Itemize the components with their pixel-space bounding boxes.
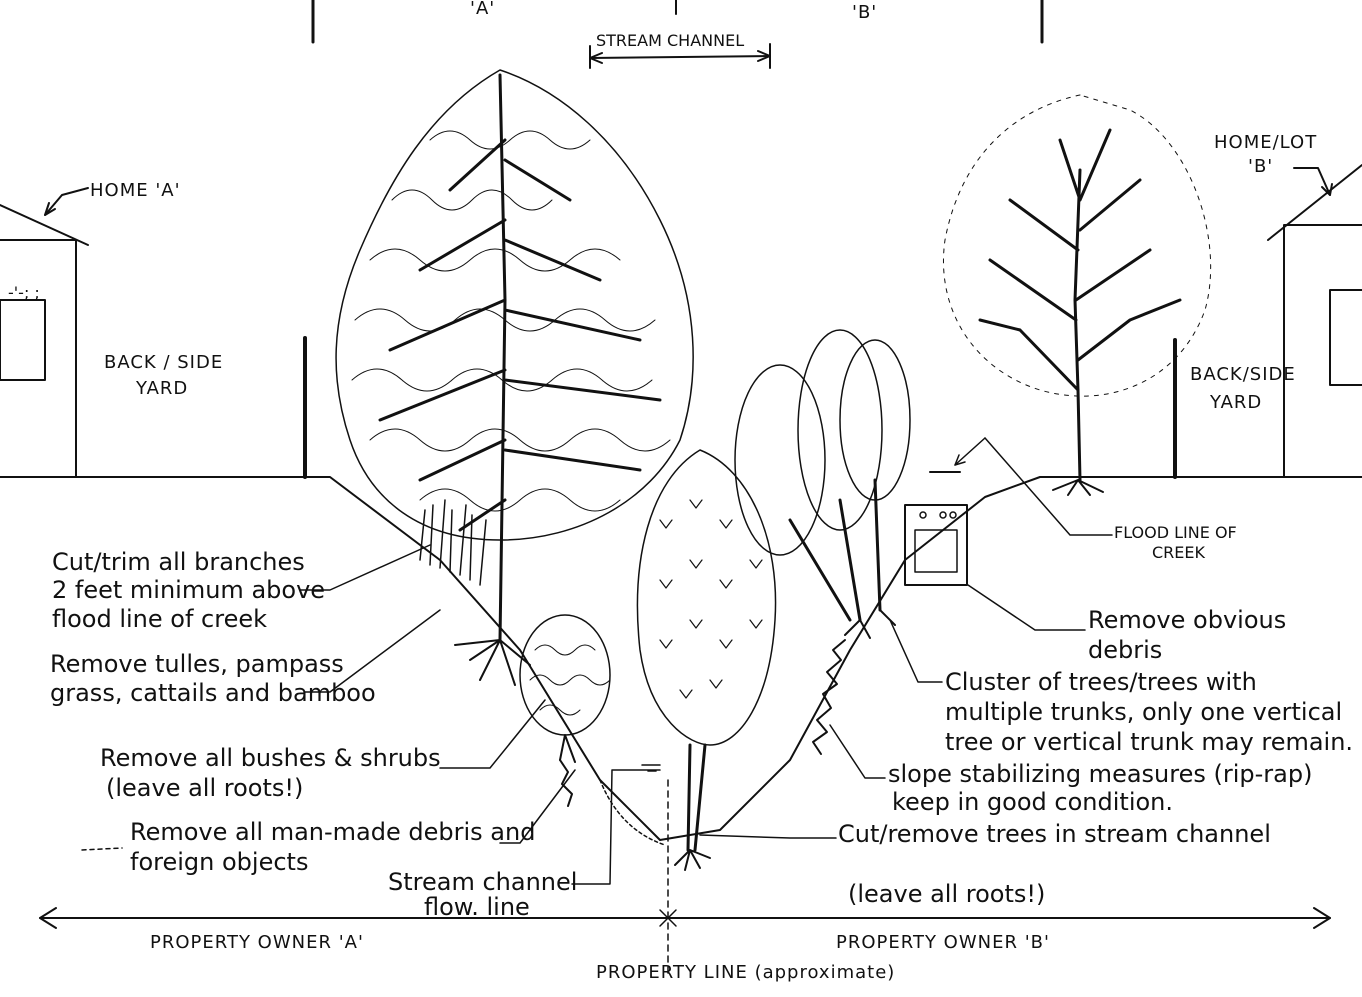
house-b-icon bbox=[1268, 165, 1362, 477]
flood-line-line-1: FLOOD LINE OF bbox=[1114, 523, 1237, 542]
bushes-note-line-2: (leave all roots!) bbox=[106, 774, 303, 802]
slope-note-line-2: keep in good condition. bbox=[892, 788, 1173, 816]
yard-a-label: BACK / SIDE YARD bbox=[104, 352, 223, 399]
bushes-note-line-1: Remove all bushes & shrubs bbox=[100, 744, 441, 772]
tree-cluster-icon bbox=[735, 330, 910, 638]
owner-a-label: PROPERTY OWNER 'A' bbox=[150, 932, 364, 953]
tulles-note-line-1: Remove tulles, pampass bbox=[50, 650, 344, 678]
property-line-label: PROPERTY LINE (approximate) bbox=[596, 962, 895, 983]
yard-b-label: BACK/SIDE YARD bbox=[1190, 364, 1296, 413]
bushes-note: Remove all bushes & shrubs (leave all ro… bbox=[100, 700, 545, 802]
shrub-icon bbox=[520, 615, 610, 762]
tulles-note-line-2: grass, cattails and bamboo bbox=[50, 679, 376, 707]
flow-line-line-1: Stream channel bbox=[388, 868, 577, 896]
appliance-debris-icon bbox=[905, 505, 967, 585]
obvious-debris-line-1: Remove obvious bbox=[1088, 606, 1286, 634]
yard-b-line-2: YARD bbox=[1209, 392, 1262, 413]
house-a-icon: -'-; ; bbox=[0, 205, 88, 477]
trim-branches-note: Cut/trim all branches 2 feet minimum abo… bbox=[52, 545, 430, 633]
tulles-grass-icon bbox=[420, 500, 486, 585]
flood-line-callout: FLOOD LINE OF CREEK bbox=[930, 438, 1237, 562]
home-b-line-1: HOME/LOT bbox=[1214, 132, 1317, 153]
trim-note-line-3: flood line of creek bbox=[52, 605, 267, 633]
section-b-label: 'B' bbox=[852, 2, 877, 23]
cluster-note-line-2: multiple trunks, only one vertical bbox=[945, 698, 1342, 726]
debris-note-line-1: Remove all man-made debris and bbox=[130, 818, 535, 846]
trim-note-line-1: Cut/trim all branches bbox=[52, 548, 305, 576]
home-a-callout: HOME 'A' bbox=[45, 180, 181, 215]
cluster-note-line-3: tree or vertical trunk may remain. bbox=[945, 728, 1353, 756]
yard-a-line-2: YARD bbox=[135, 378, 188, 399]
flow-line-line-2: flow. line bbox=[424, 893, 530, 921]
right-tree-icon bbox=[943, 95, 1210, 495]
tall-tree-icon bbox=[336, 70, 693, 685]
channel-tree-icon bbox=[638, 450, 776, 870]
stream-channel-dimension: STREAM CHANNEL bbox=[590, 31, 770, 68]
owner-b-label: PROPERTY OWNER 'B' bbox=[836, 932, 1050, 953]
flood-line-line-2: CREEK bbox=[1152, 543, 1206, 562]
slope-note-line-1: slope stabilizing measures (rip-rap) bbox=[888, 760, 1312, 788]
stream-channel-label: STREAM CHANNEL bbox=[596, 31, 744, 50]
debris-note-line-2: foreign objects bbox=[130, 848, 308, 876]
obvious-debris-note: Remove obvious debris bbox=[968, 585, 1286, 664]
cluster-note-line-1: Cluster of trees/trees with bbox=[945, 668, 1257, 696]
leave-roots-note-text: (leave all roots!) bbox=[848, 880, 1045, 908]
yard-b-line-1: BACK/SIDE bbox=[1190, 364, 1296, 385]
obvious-debris-line-2: debris bbox=[1088, 636, 1162, 664]
section-a-label: 'A' bbox=[470, 0, 495, 19]
cut-trees-note-text: Cut/remove trees in stream channel bbox=[838, 820, 1271, 848]
yard-a-line-1: BACK / SIDE bbox=[104, 352, 223, 373]
svg-text:-'-; ;: -'-; ; bbox=[8, 283, 40, 302]
trim-note-line-2: 2 feet minimum above bbox=[52, 576, 325, 604]
cut-trees-note: Cut/remove trees in stream channel (leav… bbox=[700, 820, 1271, 908]
home-a-label: HOME 'A' bbox=[90, 180, 181, 201]
home-b-line-2: 'B' bbox=[1248, 156, 1273, 177]
home-b-callout: HOME/LOT 'B' bbox=[1214, 132, 1332, 195]
